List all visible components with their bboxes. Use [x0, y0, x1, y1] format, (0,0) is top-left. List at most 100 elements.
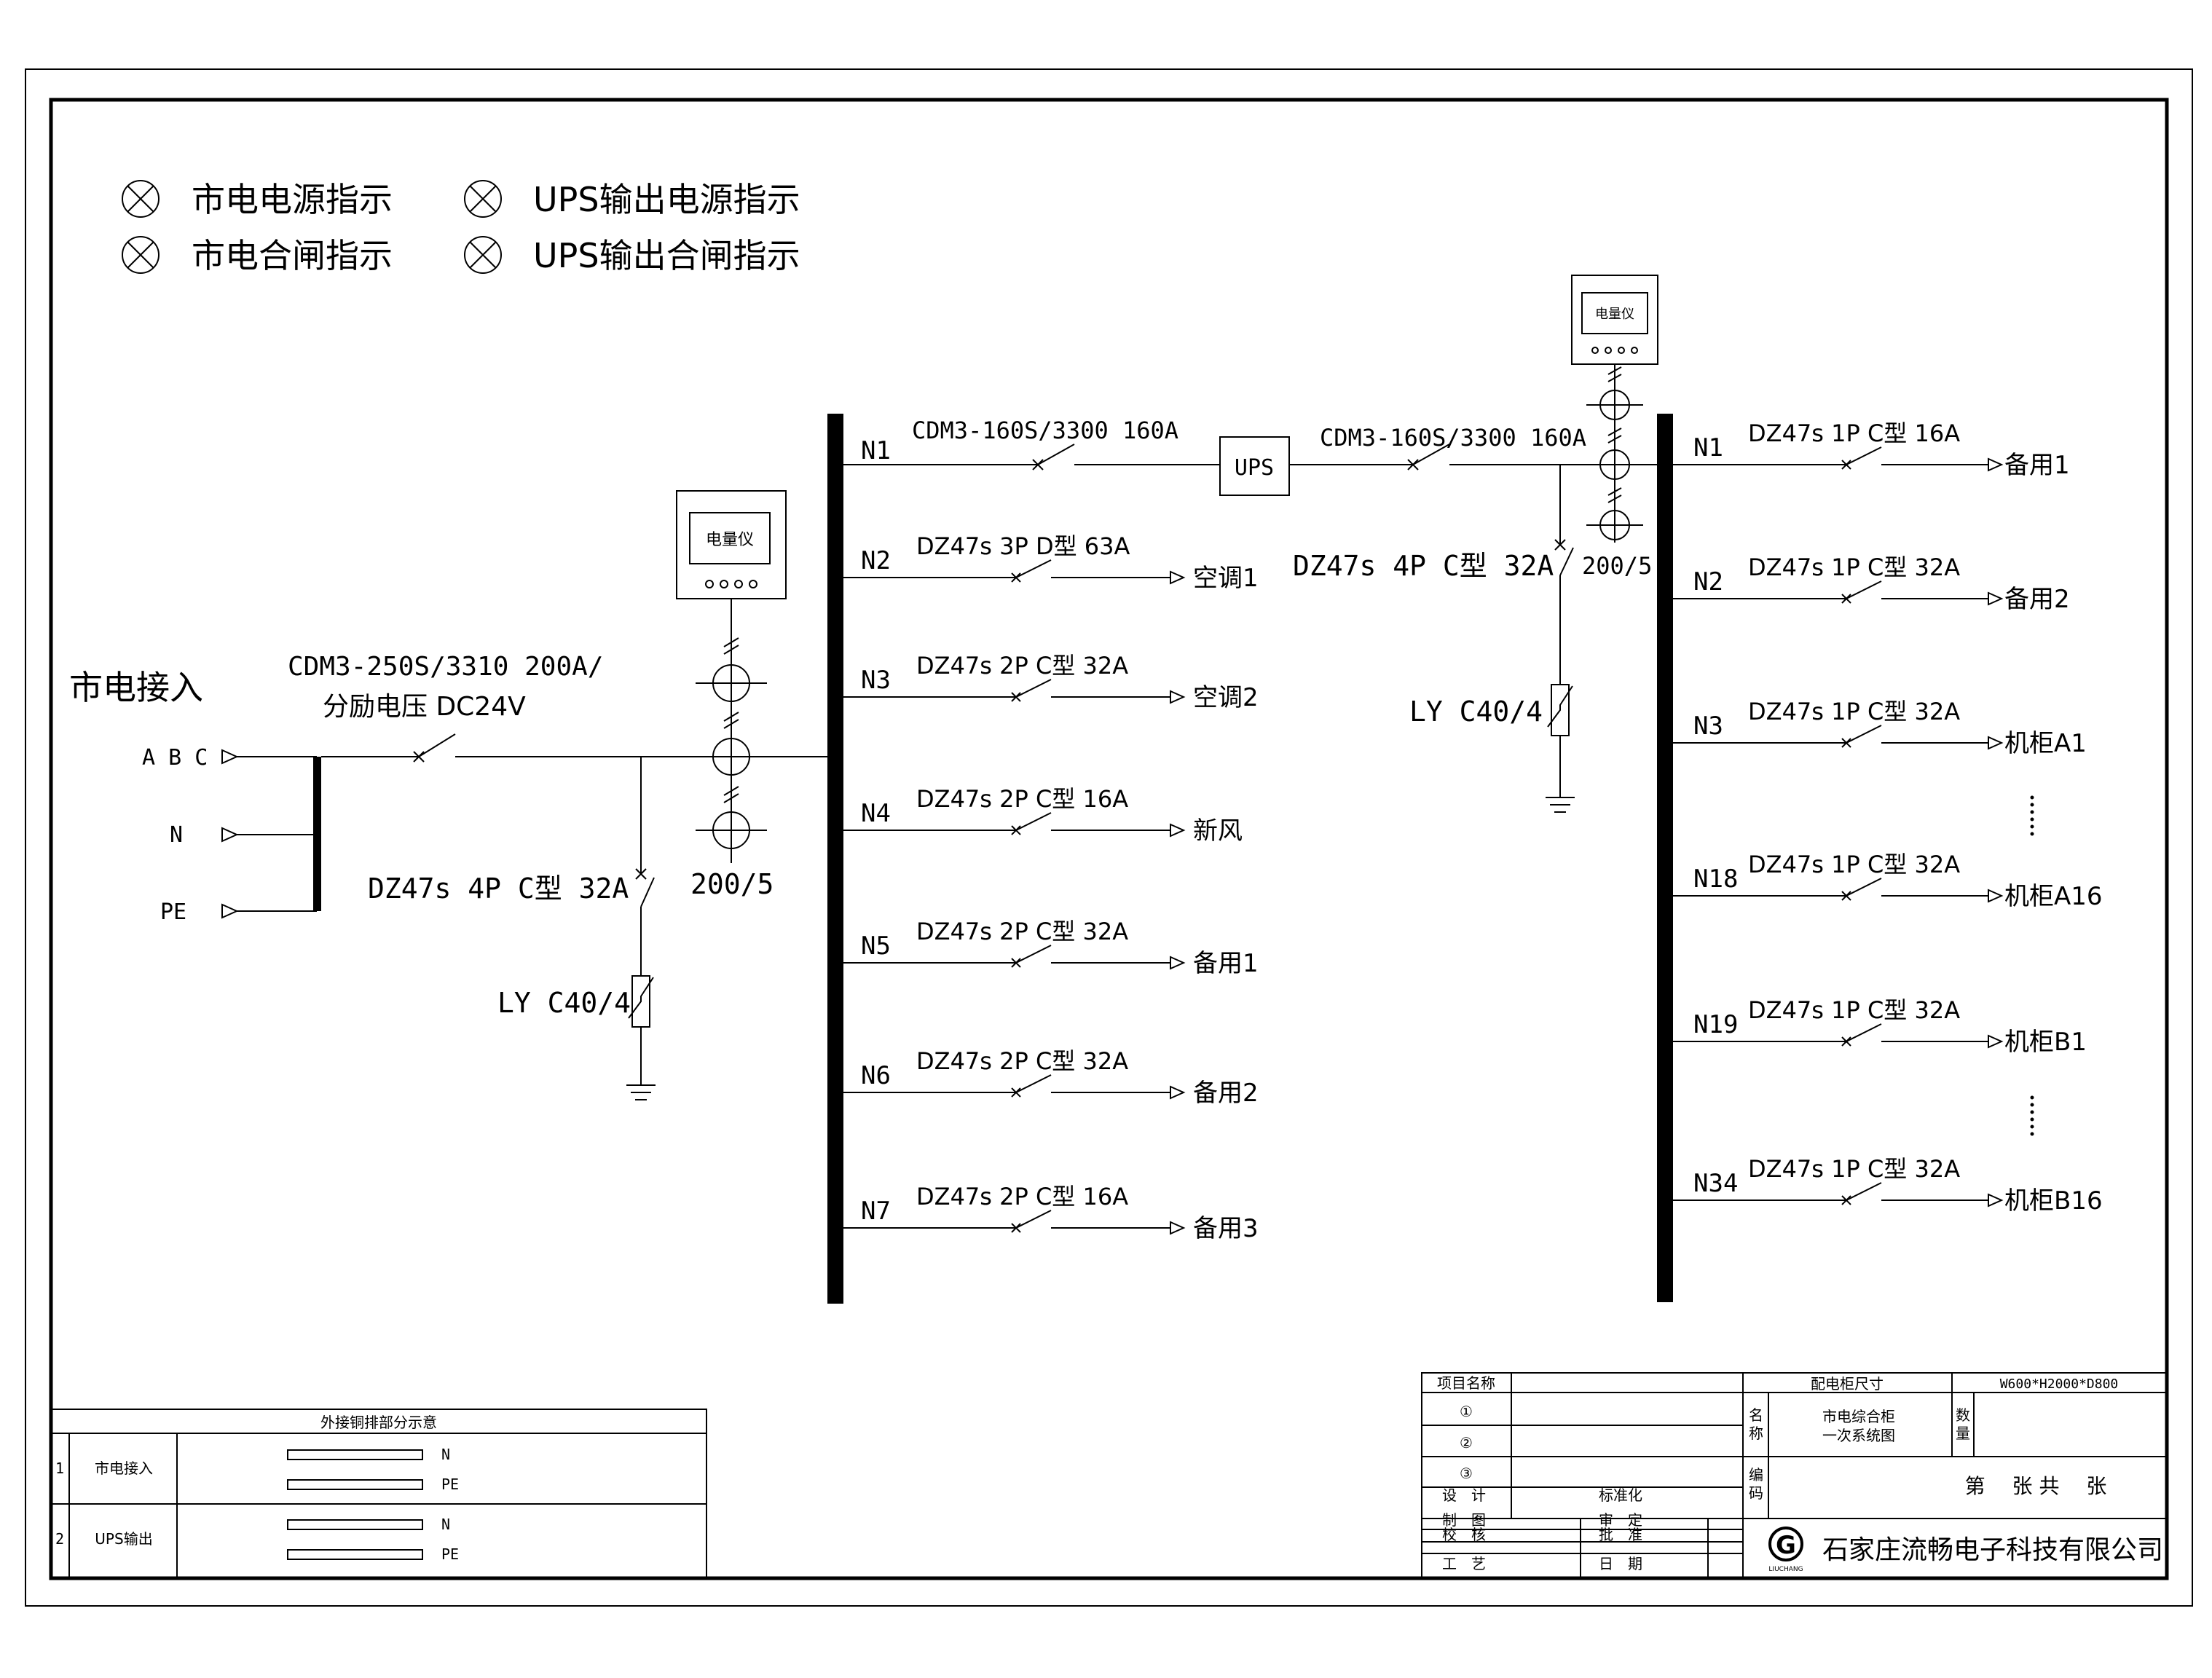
copper-bar-label: N: [441, 1446, 450, 1463]
drawing-name-line1: 市电综合柜: [1822, 1408, 1895, 1425]
ups-feeder-breaker: DZ47s 1P C型 16A: [1748, 420, 1960, 447]
name-label: 名: [1749, 1406, 1763, 1424]
indicator-lamp-icon: [464, 236, 502, 274]
mains-feeder-id: N4: [861, 799, 891, 828]
mains-feeder-id: N6: [861, 1061, 891, 1090]
main-breaker-shunt-label: 分励电压 DC24V: [323, 692, 526, 722]
indicator-lamp-icon: [464, 180, 502, 218]
ups-box: [1219, 436, 1290, 496]
ups-output-metering: 电量仪 200/5 DZ47s 4P C型 32A LY C40/4: [1293, 275, 1658, 813]
mains-feeder-id: N7: [861, 1197, 891, 1226]
ups-arrester-label: LY C40/4: [1409, 696, 1543, 728]
code-label: 编: [1749, 1466, 1763, 1484]
output-arrow-icon: [1170, 690, 1186, 704]
ups-label: UPS: [1235, 455, 1274, 481]
indicator-lamp-icon: [122, 236, 160, 274]
ups-feeder-load: 机柜A1: [2004, 729, 2087, 758]
sheet-number-text: 第 张 共 张: [1965, 1474, 2107, 1498]
output-arrow-icon: [1988, 736, 2004, 750]
copper-bar-label: PE: [441, 1476, 459, 1493]
output-arrow-icon: [1988, 591, 2004, 606]
mains-feeder-id: N3: [861, 666, 891, 695]
legend-ups-power-label: UPS输出电源指示: [533, 180, 800, 219]
ups-busbar: [1657, 414, 1673, 1302]
ups-feeder-id: N2: [1693, 567, 1723, 596]
outer-border: [25, 68, 2193, 1607]
mains-feeder-breaker: DZ47s 2P C型 16A: [916, 785, 1128, 813]
ups-feeder-breaker: DZ47s 1P C型 32A: [1748, 1155, 1960, 1183]
ups-output-breaker-label: CDM3-160S/3300 160A: [1320, 424, 1586, 452]
company-logo-icon: G LIUCHANG: [1768, 1527, 1803, 1573]
copper-bar-label: PE: [441, 1545, 459, 1563]
mains-incoming: 市电接入 A B C N PE CDM3-250S/3310 200A/ 分励电…: [69, 490, 836, 1100]
mains-feeder-breaker: DZ47s 2P C型 32A: [916, 1047, 1128, 1075]
ups-feeder-id: N19: [1693, 1010, 1738, 1039]
copper-row-name: 市电接入: [95, 1460, 153, 1477]
role-drawing: 制 图: [1442, 1511, 1486, 1529]
role-check: 校 核: [1442, 1526, 1486, 1543]
role-standardization: 标准化: [1599, 1486, 1642, 1504]
ups-feeder-row: N34 DZ47s 1P C型 32A 机柜B16: [1673, 1155, 2103, 1216]
logo-text: LIUCHANG: [1768, 1566, 1803, 1573]
company-name: 石家庄流畅电子科技有限公司: [1822, 1535, 2163, 1565]
cabinet-size-label: 配电柜尺寸: [1811, 1375, 1884, 1393]
ups-feeder-id: N3: [1693, 712, 1723, 741]
output-arrow-icon: [1988, 1193, 2004, 1208]
current-transformer-icon: [696, 599, 767, 863]
ups-spd-breaker-label: DZ47s 4P C型 32A: [1293, 550, 1554, 582]
title-block: [1421, 1372, 2168, 1579]
legend-mains-closing-label: 市电合闸指示: [192, 236, 393, 275]
ups-ct-ratio-label: 200/5: [1582, 552, 1652, 580]
phase-label: A B C: [142, 745, 208, 771]
mains-feeder-breaker: DZ47s 3P D型 63A: [916, 532, 1130, 560]
copper-bar-table: [50, 1409, 707, 1579]
copper-row-number: 2: [55, 1530, 64, 1548]
output-arrow-icon: [1170, 1085, 1186, 1100]
ups-feeder-load: 机柜A16: [2004, 882, 2103, 911]
ups-feeder-id: N34: [1693, 1169, 1738, 1198]
legend-mains-power-label: 市电电源指示: [192, 180, 393, 219]
mains-feeder-row: N5 DZ47s 2P C型 32A 备用1: [843, 918, 1259, 978]
mains-feeder-id: N5: [861, 931, 891, 961]
mains-feeder-breaker: DZ47s 2P C型 32A: [916, 652, 1128, 680]
mains-feeder-row: N6 DZ47s 2P C型 32A 备用2: [843, 1047, 1259, 1108]
ups-power-meter-label: 电量仪: [1595, 307, 1634, 322]
mains-busbar: [827, 414, 843, 1304]
terminal-arrow-icon: [221, 749, 239, 919]
copper-row-name: UPS输出: [95, 1530, 152, 1548]
ups-feeder-load: 机柜B16: [2004, 1186, 2103, 1216]
legend-ups-closing-label: UPS输出合闸指示: [533, 236, 800, 275]
copper-table-title: 外接铜排部分示意: [320, 1414, 437, 1431]
ups-feeder-load: 机柜B1: [2004, 1028, 2087, 1057]
mains-feeder-load: 空调1: [1193, 564, 1259, 593]
earth-label: PE: [160, 899, 186, 925]
mains-feeder-breaker: DZ47s 2P C型 32A: [916, 918, 1128, 945]
ups-feeder-breaker: DZ47s 1P C型 32A: [1748, 554, 1960, 581]
ct-ratio-label: 200/5: [690, 868, 774, 900]
output-arrow-icon: [1170, 823, 1186, 838]
power-meter-icon: [676, 490, 787, 599]
project-name-label: 项目名称: [1437, 1374, 1495, 1392]
ups-feeder-id: N1: [1693, 433, 1723, 462]
mains-feeder-load: 备用3: [1193, 1214, 1259, 1243]
drawing-frame: [49, 98, 2169, 1580]
mains-feeder-breaker: DZ47s 2P C型 16A: [916, 1183, 1128, 1210]
ups-link: [843, 436, 1664, 496]
circled-three: ③: [1460, 1465, 1473, 1482]
indicator-lamp-icon: [122, 180, 160, 218]
mains-feeder-load: 备用1: [1193, 949, 1259, 978]
incoming-busbar: [313, 757, 321, 911]
role-process: 工 艺: [1442, 1555, 1486, 1572]
role-approve: 批 准: [1599, 1526, 1642, 1543]
mains-feeder-load: 备用2: [1193, 1079, 1259, 1108]
output-arrow-icon: [1988, 457, 2004, 472]
quantity-label: 数: [1956, 1406, 1970, 1424]
mains-feeder-id: N1: [861, 436, 891, 465]
